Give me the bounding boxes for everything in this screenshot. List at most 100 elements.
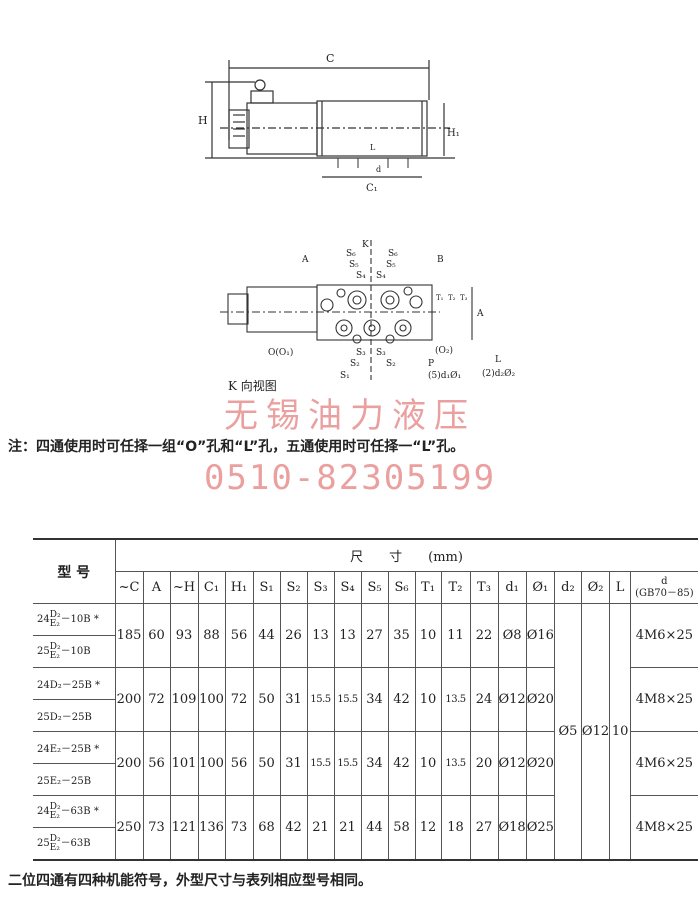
value-cell: 56: [142, 731, 171, 796]
label-c1: C₁: [366, 183, 378, 194]
value-cell: Ø20: [525, 731, 555, 796]
value-cell: 13.5: [440, 731, 471, 796]
value-cell: 101: [169, 731, 199, 796]
value-cell: 44: [360, 795, 389, 861]
shared-d2: Ø5: [553, 603, 582, 861]
value-cell: 34: [360, 667, 389, 732]
dimension-h1: H₁: [443, 103, 460, 156]
value-cell: 26: [279, 603, 308, 668]
value-cell: 93: [169, 603, 199, 668]
model-suffix: －25B *: [61, 680, 101, 691]
value-cell: 35: [387, 603, 416, 668]
model-sup: D₂: [49, 641, 61, 652]
model-prefix: 24: [37, 806, 50, 818]
value-cell: 250: [114, 795, 144, 861]
column-header: ~C: [114, 571, 144, 604]
table-row: 25D₂－25B: [33, 699, 698, 732]
value-cell: 18: [440, 795, 471, 861]
value-cell: 42: [279, 795, 308, 861]
value-cell: 15.5: [306, 731, 335, 796]
label-s2-right: S₂: [386, 359, 396, 369]
column-header: Ø₁: [525, 571, 555, 604]
column-header: T₂: [440, 571, 471, 604]
k-view-drawing: K S₆ S₆ S₅ S₅ S₄ S₄ S₃ S₃ S₂ S₂ S₁ A B O…: [220, 240, 515, 381]
label-t3: T₃: [460, 294, 468, 302]
value-cell: 100: [197, 667, 226, 732]
value-cell: 68: [252, 795, 281, 861]
label-l: L: [370, 143, 376, 152]
column-header: S₄: [333, 571, 362, 604]
value-cell: 10: [414, 731, 442, 796]
label-s1: S₁: [340, 371, 350, 381]
model-sup: D₂: [49, 609, 61, 620]
value-cell: 13.5: [440, 667, 471, 732]
header-row: 型 号尺 寸 (mm): [33, 538, 698, 604]
label-s2-left: S₂: [350, 359, 360, 369]
label-port-l: L: [495, 355, 501, 365]
model-suffix: －63B: [60, 838, 91, 850]
model-suffix: －63B *: [60, 806, 99, 818]
label-s6-right: S₆: [388, 249, 398, 259]
column-header: S₃: [306, 571, 335, 604]
column-header: S₆: [387, 571, 416, 604]
model-prefix: 24: [37, 614, 50, 626]
d-cell: 4M6×25: [630, 731, 698, 796]
model-sup: D₂: [49, 833, 61, 844]
value-cell: 58: [387, 795, 416, 861]
model-suffix: －10B: [60, 646, 91, 658]
value-cell: 27: [360, 603, 389, 668]
value-cell: 10: [414, 667, 442, 732]
value-cell: 42: [387, 731, 416, 796]
label-a-dim: A: [476, 309, 484, 319]
value-cell: 72: [142, 667, 171, 732]
d-cell: 4M6×25: [630, 603, 698, 668]
model-suffix: －25B *: [61, 744, 100, 755]
column-header: L: [609, 571, 632, 604]
value-cell: 15.5: [333, 731, 362, 796]
value-cell: 31: [279, 731, 308, 796]
value-cell: 13: [333, 603, 362, 668]
model-header: 型 号: [33, 538, 116, 604]
value-cell: Ø25: [525, 795, 555, 861]
label-s4-right: S₄: [376, 271, 386, 281]
watermark-company: 无锡油力液压: [224, 396, 476, 436]
label-c: C: [326, 52, 334, 65]
shared-o2: Ø12: [580, 603, 611, 861]
value-cell: 11: [440, 603, 471, 668]
column-header: S₅: [360, 571, 389, 604]
value-cell: 20: [469, 731, 499, 796]
value-cell: 12: [414, 795, 442, 861]
value-cell: 34: [360, 731, 389, 796]
d-header-std: (GB70－85): [635, 587, 694, 599]
k-view-labels: K S₆ S₆ S₅ S₅ S₄ S₄ S₃ S₃ S₂ S₂ S₁ A B O…: [268, 240, 515, 381]
column-header: S₁: [252, 571, 281, 604]
value-cell: 31: [279, 667, 308, 732]
label-k: K: [362, 240, 369, 250]
value-cell: 200: [114, 731, 144, 796]
value-cell: 121: [169, 795, 199, 861]
label-s5-right: S₅: [386, 260, 396, 270]
column-header: Ø₂: [580, 571, 611, 604]
label-s6-left: S₆: [346, 249, 356, 259]
column-header: S₂: [279, 571, 308, 604]
column-header: A: [142, 571, 171, 604]
dimension-c1: C₁ L d: [322, 143, 422, 194]
label-s4-left: S₄: [356, 271, 366, 281]
label-port-b: B: [437, 255, 444, 265]
label-d2: (2)d₂Ø₂: [482, 368, 515, 379]
value-cell: Ø16: [525, 603, 555, 668]
label-s3-right: S₃: [376, 348, 386, 358]
value-cell: 73: [224, 795, 254, 861]
k-view-caption: K 向视图: [228, 379, 277, 393]
model-prefix: 24E₂: [37, 744, 62, 755]
model-sub: E₂: [49, 618, 60, 629]
column-header: d₁: [497, 571, 527, 604]
model-sub: E₂: [49, 650, 60, 661]
value-cell: 56: [224, 731, 254, 796]
model-suffix: －25B: [61, 712, 92, 723]
value-cell: 50: [252, 667, 281, 732]
